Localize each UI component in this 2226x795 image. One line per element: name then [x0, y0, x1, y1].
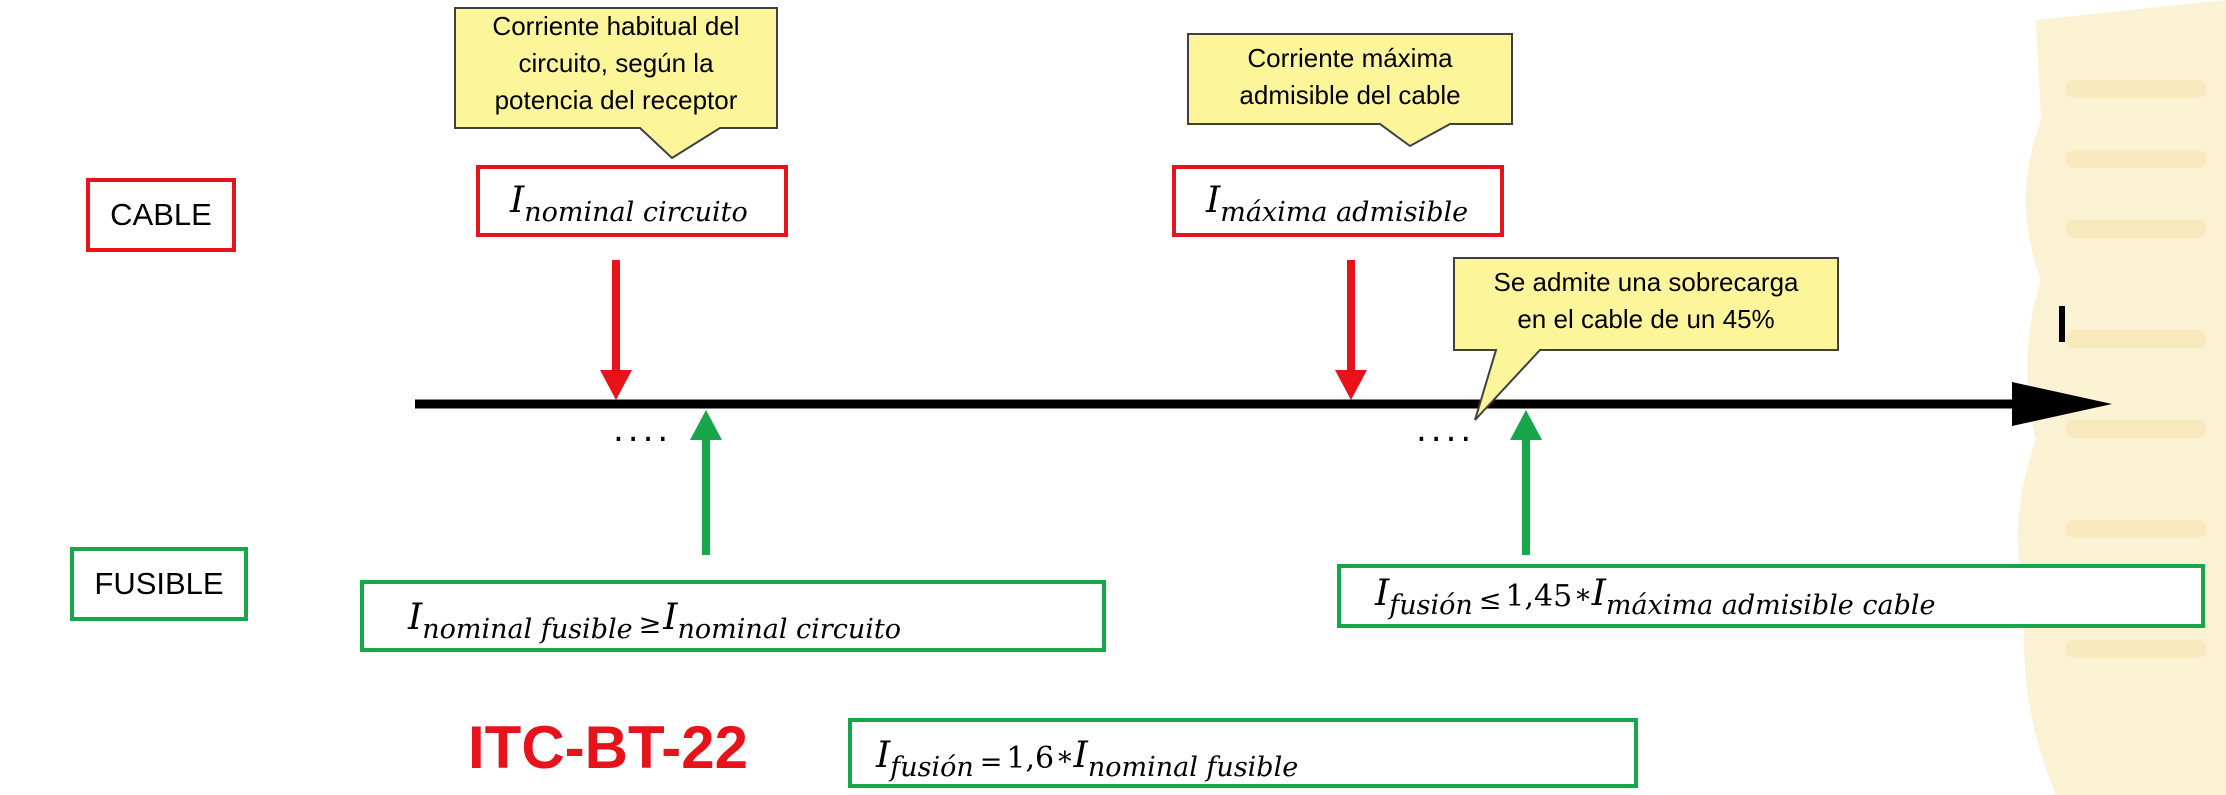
itc-rule-left-symbol: I	[876, 735, 891, 776]
axis-letter: I	[2050, 290, 2053, 301]
fuse-nominal-left-symbol: I	[408, 597, 423, 638]
itc-rule-left-subscript: fusión	[890, 752, 974, 783]
fuse-fusion-formula: I fusión ≤ 1,45 * I máxima admisible cab…	[1337, 564, 2205, 628]
fuse-nominal-right-subscript: nominal circuito	[677, 614, 901, 645]
fuse-nominal-right-symbol: I	[663, 597, 678, 638]
fuse-nominal-left-subscript: nominal fusible	[422, 614, 633, 645]
cable-max-symbol: I	[1206, 180, 1221, 221]
callout-nominal-circuit-line-1: Corriente habitual del	[492, 11, 740, 41]
callout-max-current-line-1: Corriente máxima	[1247, 43, 1453, 73]
fuse-nominal-arrowhead	[690, 410, 722, 440]
nominal-circuit-arrowhead	[600, 370, 632, 400]
fuse-nominal-operator: ≥	[638, 609, 662, 640]
current-axis-arrowhead	[2012, 382, 2112, 426]
cable-nominal-symbol: I	[510, 180, 525, 221]
cable-label: CABLE	[86, 178, 236, 252]
ellipsis-right: ....	[1416, 410, 1476, 450]
fuse-fusion-left-symbol: I	[1375, 573, 1390, 614]
fuse-fusion-times: *	[1576, 585, 1590, 616]
itc-rule-formula: I fusión = 1,6 * I nominal fusible	[848, 718, 1638, 788]
cable-max-formula: I máxima admisible	[1172, 165, 1504, 237]
standard-title: ITC-BT-22	[468, 714, 749, 781]
ellipsis-left: ....	[613, 410, 673, 450]
cable-nominal-subscript: nominal circuito	[524, 197, 748, 228]
max-admisible-arrowhead	[1335, 370, 1367, 400]
callout-nominal-circuit-text: Corriente habitual del circuito, según l…	[458, 8, 774, 119]
callout-max-current-line-2: admisible del cable	[1239, 80, 1461, 110]
callout-overload-line-2: en el cable de un 45%	[1517, 304, 1775, 334]
callout-overload-line-1: Se admite una sobrecarga	[1493, 267, 1799, 297]
cable-max-subscript: máxima admisible	[1220, 197, 1469, 228]
callout-max-current-shape	[1187, 33, 1513, 148]
callout-max-current-text: Corriente máxima admisible del cable	[1190, 40, 1510, 114]
callout-nominal-circuit-shape	[454, 7, 778, 160]
fuse-fusion-left-subscript: fusión	[1389, 590, 1473, 621]
callout-overload-text: Se admite una sobrecarga en el cable de …	[1456, 264, 1836, 338]
fuse-fusion-arrowhead	[1510, 410, 1542, 440]
fusible-label: FUSIBLE	[70, 547, 248, 621]
fuse-nominal-formula: I nominal fusible ≥ I nominal circuito	[360, 580, 1106, 652]
fuse-fusion-right-symbol: I	[1591, 573, 1606, 614]
itc-rule-times: *	[1058, 747, 1072, 778]
callout-nominal-circuit-line-3: potencia del receptor	[494, 85, 738, 115]
itc-rule-factor: 1,6	[1006, 741, 1055, 776]
fuse-fusion-right-subscript: máxima admisible cable	[1605, 590, 1936, 621]
cable-nominal-formula: I nominal circuito	[476, 165, 788, 237]
itc-rule-right-subscript: nominal fusible	[1087, 752, 1299, 783]
itc-rule-operator: =	[979, 747, 1003, 778]
fuse-fusion-operator: ≤	[1478, 585, 1502, 616]
itc-rule-right-symbol: I	[1073, 735, 1088, 776]
fuse-fusion-factor: 1,45	[1505, 579, 1573, 614]
callout-nominal-circuit-line-2: circuito, según la	[518, 48, 714, 78]
callout-overload-shape	[1453, 257, 1839, 421]
